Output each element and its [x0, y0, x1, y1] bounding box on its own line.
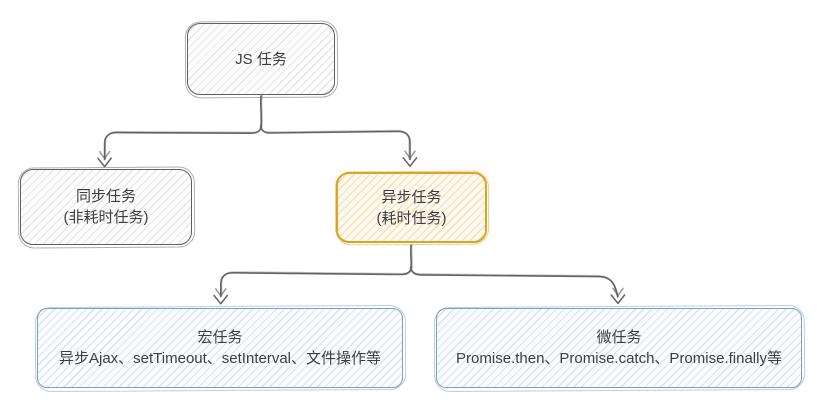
edge-async-to-micro	[409, 266, 626, 305]
node-micro-task: 微任务 Promise.then、Promise.catch、Promise.f…	[436, 308, 802, 388]
edge-async-to-macro	[213, 266, 413, 305]
node-sync-task: 同步任务 (非耗时任务)	[20, 169, 192, 245]
arrowhead-down-icon	[213, 294, 229, 305]
node-label: 同步任务	[75, 188, 136, 205]
node-sublabel: Promise.then、Promise.catch、Promise.final…	[456, 350, 782, 367]
edge-js-stem	[259, 94, 263, 128]
arrowhead-down-icon	[402, 157, 418, 167]
node-js-task: JS 任务	[187, 23, 335, 95]
node-label: JS 任务	[235, 50, 287, 68]
node-sublabel: (非耗时任务)	[63, 209, 149, 226]
node-sublabel: (耗时任务)	[376, 209, 447, 227]
edge-js-to-async	[259, 124, 418, 167]
node-macro-task: 宏任务 异步Ajax、setTimeout、setInterval、文件操作等	[37, 308, 403, 388]
arrowhead-down-icon	[97, 157, 112, 168]
node-label: 微任务	[596, 329, 642, 346]
edge-async-stem	[410, 243, 413, 269]
arrowhead-down-icon	[610, 294, 626, 305]
node-label: 异步任务	[381, 188, 442, 206]
node-sublabel: 异步Ajax、setTimeout、setInterval、文件操作等	[58, 350, 382, 367]
node-label: 宏任务	[197, 329, 243, 346]
node-async-task: 异步任务 (耗时任务)	[336, 172, 487, 243]
edge-js-to-sync	[97, 124, 263, 168]
